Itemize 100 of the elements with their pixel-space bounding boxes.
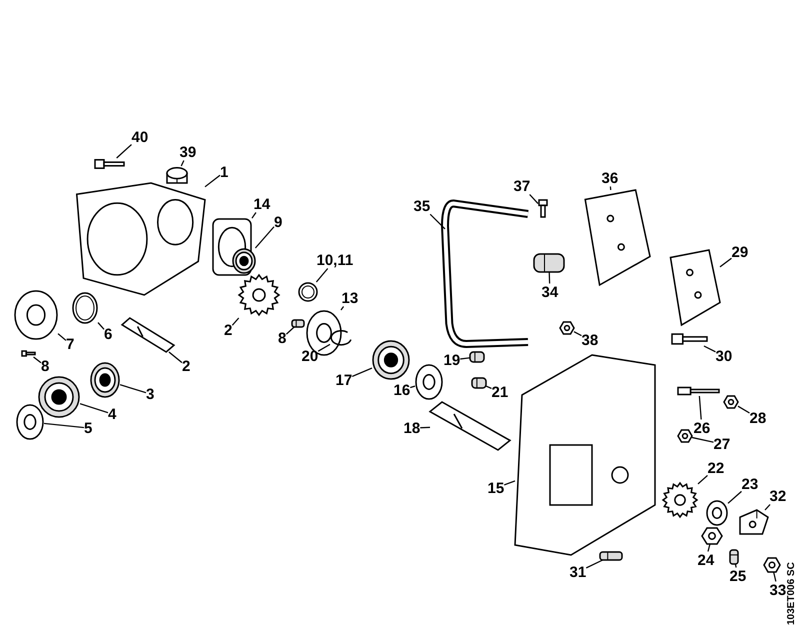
- callout-number: 25: [730, 568, 746, 584]
- callout-number: 27: [714, 436, 730, 452]
- leader-line: [58, 333, 66, 341]
- circlip-drawing: [330, 330, 352, 346]
- ball-bearing-drawing: [232, 248, 256, 274]
- leader-line: [738, 406, 750, 414]
- callout-number: 16: [394, 382, 410, 398]
- callout-number: 30: [716, 348, 732, 364]
- leader-line: [704, 345, 716, 352]
- ball-bearing-drawing: [372, 340, 410, 380]
- leader-line: [610, 186, 612, 190]
- washer-drawing: [415, 364, 443, 400]
- callout-number: 33: [770, 582, 786, 598]
- callout-number: 31: [570, 564, 586, 580]
- callout-number: 3: [146, 386, 154, 402]
- callout-number: 19: [444, 352, 460, 368]
- ball-bearing-drawing: [90, 362, 120, 398]
- leader-line: [116, 144, 132, 158]
- guard-housing-drawing: [515, 355, 655, 555]
- leader-line: [548, 272, 550, 284]
- callout-number: 4: [108, 406, 116, 422]
- leader-line: [204, 174, 220, 188]
- callout-number: 20: [302, 348, 318, 364]
- ball-bearing-drawing: [38, 376, 80, 418]
- callout-number: 37: [514, 178, 530, 194]
- bolt-drawing: [95, 158, 125, 170]
- washer-drawing: [16, 404, 44, 440]
- leader-line: [698, 396, 702, 420]
- leader-line: [120, 384, 146, 394]
- o-ring-drawing: [298, 282, 318, 302]
- leader-line: [734, 564, 737, 568]
- leader-line: [352, 368, 372, 378]
- leader-line: [168, 352, 182, 364]
- callout-number: 8: [278, 330, 286, 346]
- leader-line: [720, 258, 732, 268]
- gasket-drawing: [212, 218, 252, 276]
- leader-line: [586, 559, 603, 569]
- leader-line: [80, 403, 108, 414]
- key-drawing: [470, 352, 484, 362]
- callout-number: 21: [492, 384, 508, 400]
- screw-drawing: [538, 200, 548, 218]
- callout-number: 22: [708, 460, 724, 476]
- callout-number: 32: [770, 488, 786, 504]
- callout-number: 24: [698, 552, 714, 568]
- callout-number: 23: [742, 476, 758, 492]
- leader-line: [44, 422, 84, 428]
- leader-line: [529, 194, 538, 204]
- leader-line: [574, 331, 582, 336]
- nut-drawing: [678, 430, 692, 442]
- o-ring-drawing: [72, 292, 98, 324]
- leader-line: [430, 214, 446, 230]
- callout-number: 26: [694, 420, 710, 436]
- key-drawing: [472, 378, 486, 388]
- pin-drawing: [730, 550, 738, 564]
- gear-drawing: [238, 272, 280, 318]
- callout-number: 2: [182, 358, 190, 374]
- drawing-code: 103ET006 SC: [786, 562, 797, 625]
- callout-number: 36: [602, 170, 618, 186]
- callout-number: 8: [41, 358, 50, 374]
- callout-number: 13: [342, 290, 358, 306]
- callout-number: 5: [84, 420, 92, 436]
- nut-drawing: [560, 322, 574, 334]
- leader-line: [252, 212, 256, 219]
- leader-line: [318, 344, 330, 352]
- leader-line: [460, 357, 470, 360]
- leader-line: [420, 426, 430, 428]
- shaft-drawing: [122, 318, 174, 352]
- callout-number: 38: [582, 332, 598, 348]
- nut-drawing: [724, 396, 738, 408]
- nut-drawing: [702, 528, 722, 544]
- leader-line: [698, 475, 708, 484]
- callout-number: 6: [104, 326, 112, 342]
- leader-line: [33, 356, 42, 364]
- callout-number: 40: [132, 128, 148, 146]
- leader-line: [692, 436, 714, 443]
- callout-number: 1: [220, 164, 228, 180]
- leader-line: [707, 544, 711, 552]
- callout-number: 35: [414, 198, 430, 214]
- leader-line: [232, 318, 240, 326]
- spacer-drawing: [534, 254, 564, 272]
- callout-number: 14: [254, 196, 270, 212]
- leader-line: [764, 504, 770, 510]
- bolt-drawing: [678, 386, 720, 396]
- pin-drawing: [292, 320, 304, 327]
- nut-drawing: [764, 558, 780, 572]
- bolt-drawing: [672, 332, 708, 346]
- washer-drawing: [14, 290, 58, 340]
- leader-line: [340, 306, 344, 310]
- leader-line: [410, 386, 416, 388]
- callout-number: 34: [542, 284, 558, 300]
- leader-line: [773, 572, 776, 582]
- callout-number: 2: [224, 322, 232, 338]
- leader-line: [486, 385, 492, 389]
- pin-drawing: [600, 552, 622, 560]
- callout-number: 17: [336, 372, 352, 388]
- leader-line: [504, 480, 516, 486]
- callout-number: 9: [274, 214, 282, 230]
- leader-line: [728, 490, 742, 504]
- callout-number: 15: [488, 480, 504, 496]
- screw-drawing: [22, 350, 36, 357]
